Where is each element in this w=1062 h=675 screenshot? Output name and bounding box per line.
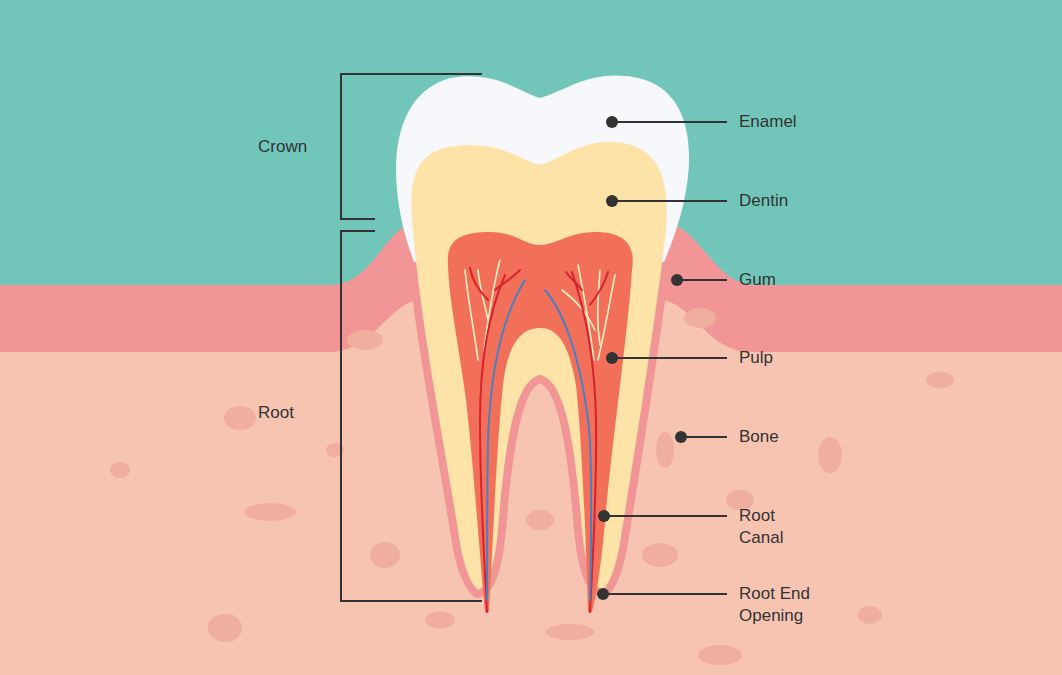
dentin bbox=[411, 142, 667, 590]
part-label: Pulp bbox=[739, 347, 773, 369]
brackets bbox=[341, 74, 482, 601]
nerves-and-vessels bbox=[465, 260, 615, 612]
leader-lines bbox=[597, 116, 727, 600]
part-name: Crown bbox=[258, 136, 307, 158]
part-name: Root bbox=[258, 402, 294, 424]
part-label: Root End Opening bbox=[739, 583, 839, 627]
part-label: Gum bbox=[739, 269, 776, 291]
part-label: Bone bbox=[739, 426, 779, 448]
part-label: Enamel bbox=[739, 111, 797, 133]
part-label: Dentin bbox=[739, 190, 788, 212]
pulp bbox=[448, 232, 633, 612]
part-label: Root Canal bbox=[739, 505, 809, 549]
periodontal-lining bbox=[411, 142, 667, 590]
gum bbox=[0, 222, 1062, 675]
